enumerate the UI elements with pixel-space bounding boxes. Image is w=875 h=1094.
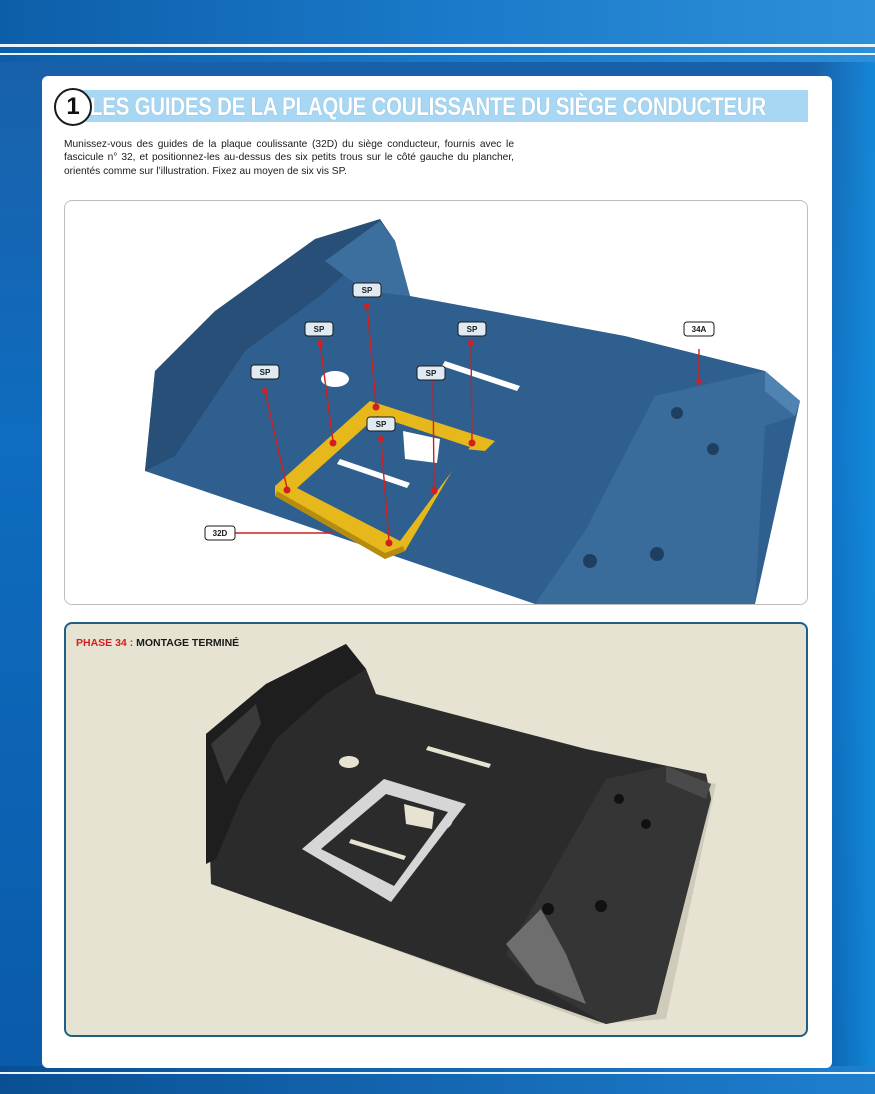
floor-bolt bbox=[707, 443, 719, 455]
floor-bolt bbox=[641, 819, 651, 829]
footer-stripe bbox=[0, 1072, 875, 1074]
leader-line bbox=[366, 305, 377, 406]
sp-tag-text: SP bbox=[467, 325, 478, 334]
sp-tag-text: SP bbox=[314, 325, 325, 334]
leader-line bbox=[470, 342, 473, 442]
sp-tag bbox=[416, 365, 446, 381]
guide-frame-hole bbox=[403, 431, 440, 463]
floor-right-lip-dark bbox=[666, 766, 711, 799]
guide-frame-inner-slot bbox=[337, 459, 410, 488]
part-tag-32d-text: 32D bbox=[213, 529, 228, 538]
leader-line bbox=[380, 440, 390, 542]
sp-tag-text: SP bbox=[362, 286, 373, 295]
floor-curve-highlight bbox=[506, 909, 586, 1004]
floor-bolt bbox=[583, 554, 597, 568]
completed-assembly-panel: PHASE 34 : MONTAGE TERMINÉ bbox=[64, 622, 808, 1037]
instructions-text: Munissez-vous des guides de la plaque co… bbox=[64, 139, 514, 177]
sp-tag bbox=[457, 321, 487, 337]
screw-hole-marker bbox=[430, 487, 438, 495]
screw-hole-marker bbox=[468, 439, 476, 447]
leader-line bbox=[319, 342, 334, 442]
floor-slot bbox=[442, 361, 520, 391]
assembly-illustration: SP SP SP SP SP SP 32D 34A bbox=[145, 219, 800, 604]
sp-tag-text: SP bbox=[376, 420, 387, 429]
screw-icon bbox=[262, 388, 268, 394]
guide-frame-edge bbox=[275, 491, 405, 559]
footer-band bbox=[0, 1066, 875, 1094]
floor-slot bbox=[426, 746, 491, 768]
title-bar bbox=[76, 90, 808, 122]
header-band bbox=[0, 0, 875, 62]
screw-hole-marker bbox=[283, 486, 291, 494]
floor-hole bbox=[339, 756, 359, 768]
floor-right-step bbox=[535, 371, 800, 604]
screw-icon bbox=[468, 340, 474, 346]
floor-bolt bbox=[650, 547, 664, 561]
screw-icon bbox=[364, 303, 370, 309]
floor-right-lip bbox=[765, 371, 800, 416]
screw-hole-marker bbox=[372, 403, 380, 411]
screw-hole-marker bbox=[329, 439, 337, 447]
part-tag-32d bbox=[204, 525, 236, 541]
completed-assembly-illustration bbox=[206, 644, 716, 1024]
sp-tag bbox=[304, 321, 334, 337]
floor-bolt bbox=[614, 794, 624, 804]
screw-icon bbox=[378, 436, 384, 442]
sp-tag-text: SP bbox=[260, 368, 271, 377]
assembly-diagram: SP SP SP SP SP SP 32D 34A bbox=[64, 200, 808, 605]
screw-icon bbox=[317, 340, 323, 346]
floor-bolt bbox=[595, 900, 607, 912]
guide-frame-hole bbox=[404, 804, 434, 829]
arrow-icon bbox=[695, 379, 703, 386]
leader-line bbox=[264, 390, 288, 489]
floor-hole bbox=[321, 371, 349, 387]
screw-hole-marker bbox=[385, 539, 393, 547]
sp-tag bbox=[250, 364, 280, 380]
step-number: 1 bbox=[54, 88, 92, 126]
label-tags: SP SP SP SP SP SP 32D 34A bbox=[204, 282, 715, 541]
phase-title: MONTAGE TERMINÉ bbox=[136, 637, 240, 649]
part-tag-34a-text: 34A bbox=[692, 325, 707, 334]
floor-wall-highlight bbox=[211, 704, 261, 784]
header-stripe bbox=[0, 44, 875, 47]
header-stripe-thin bbox=[0, 53, 875, 55]
floor-back-wall-shade bbox=[325, 221, 410, 296]
floor-bolt bbox=[671, 407, 683, 419]
step-title: LES GUIDES DE LA PLAQUE COULISSANTE DU S… bbox=[90, 93, 766, 121]
sp-tag bbox=[366, 416, 396, 432]
phase-caption: PHASE 34 : MONTAGE TERMINÉ bbox=[76, 637, 239, 649]
phase-number: PHASE 34 : bbox=[76, 637, 134, 649]
leader-line bbox=[432, 372, 435, 490]
guide-frame-inner-slot bbox=[349, 839, 406, 860]
sp-tag bbox=[352, 282, 382, 298]
part-tag-34a bbox=[683, 321, 715, 337]
floor-left-wall bbox=[145, 219, 395, 471]
sp-tag-text: SP bbox=[426, 369, 437, 378]
floor-bolt bbox=[542, 903, 554, 915]
